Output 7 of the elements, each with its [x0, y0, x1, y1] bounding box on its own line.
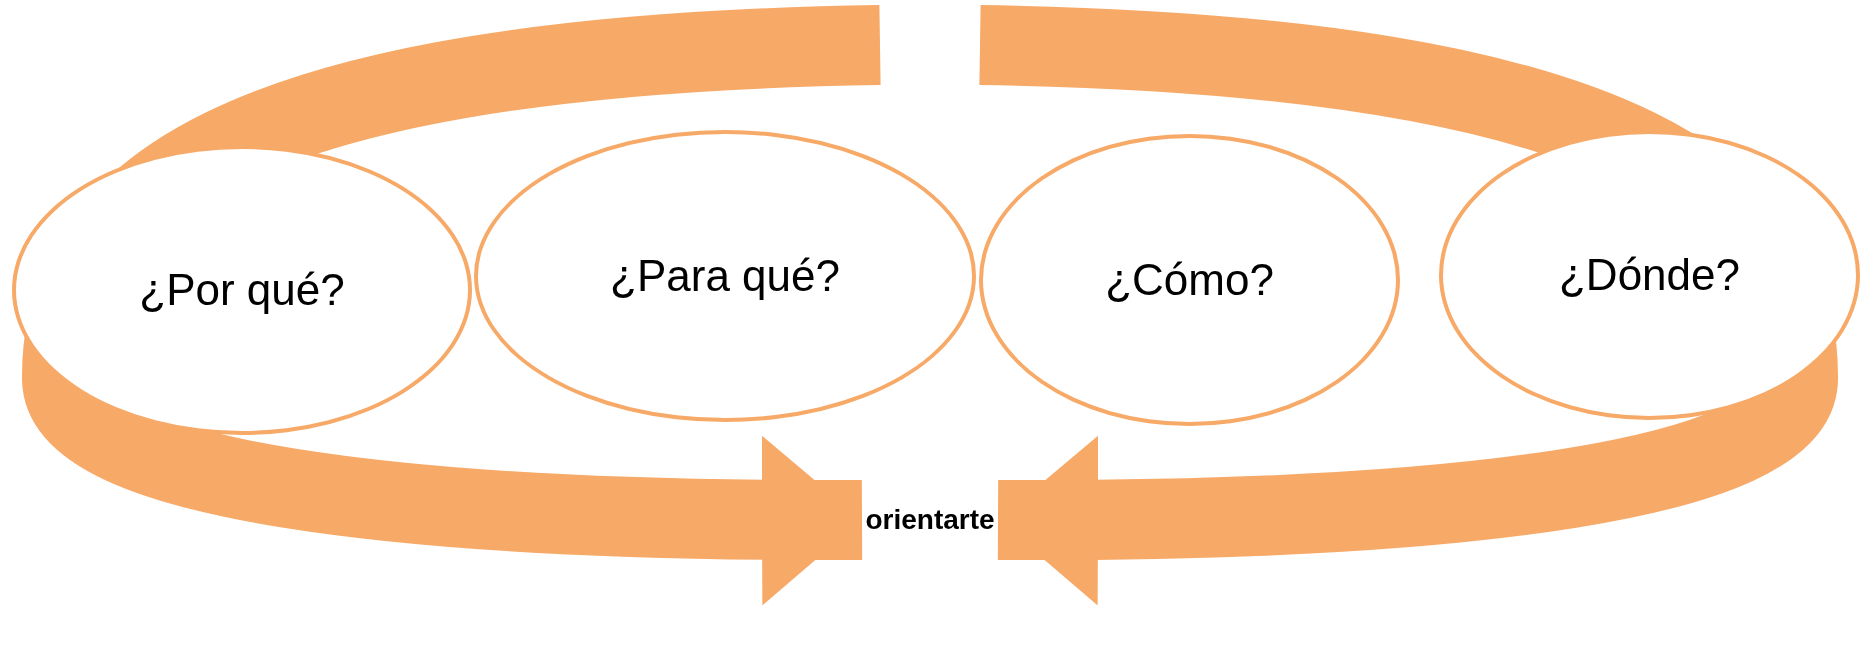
question-text: ¿Cómo?: [1105, 255, 1274, 305]
curved-arrow: [978, 5, 1838, 605]
curved-arrow: [22, 5, 882, 605]
center-label: orientarte: [865, 504, 995, 536]
question-text: ¿Para qué?: [610, 251, 840, 301]
question-text: ¿Por qué?: [139, 265, 345, 315]
question-text: ¿Dónde?: [1559, 250, 1740, 300]
